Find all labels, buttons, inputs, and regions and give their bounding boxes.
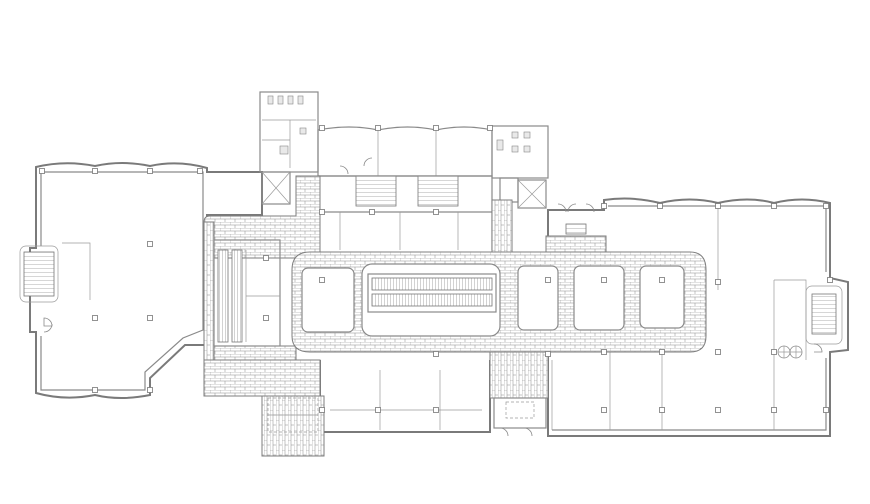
column-marker-icon — [659, 277, 665, 283]
column-marker-icon — [263, 315, 269, 321]
stair-icon — [23, 251, 55, 297]
column-marker-icon — [263, 255, 269, 261]
column-marker-icon — [92, 387, 98, 393]
column-marker-icon — [601, 203, 607, 209]
column-marker-icon — [771, 407, 777, 413]
door-swing-icon — [339, 165, 349, 175]
stair-icon — [565, 223, 587, 235]
column-marker-icon — [715, 349, 721, 355]
column-marker-icon — [433, 351, 439, 357]
column-marker-icon — [92, 168, 98, 174]
column-marker-icon — [659, 407, 665, 413]
column-marker-icon — [433, 407, 439, 413]
column-marker-icon — [369, 209, 375, 215]
column-marker-icon — [92, 315, 98, 321]
column-marker-icon — [487, 125, 493, 131]
column-marker-icon — [319, 209, 325, 215]
column-marker-icon — [823, 203, 829, 209]
column-marker-icon — [601, 277, 607, 283]
column-marker-icon — [147, 241, 153, 247]
door-swing-icon — [499, 427, 509, 437]
stair-icon — [811, 293, 837, 335]
south-bays — [319, 360, 491, 433]
column-marker-icon — [771, 203, 777, 209]
escalator-icon — [371, 293, 493, 307]
left-escalator-block — [213, 239, 281, 347]
column-marker-icon — [715, 279, 721, 285]
north-service-block — [259, 91, 549, 179]
column-marker-icon — [715, 407, 721, 413]
column-marker-icon — [433, 209, 439, 215]
column-marker-icon — [823, 407, 829, 413]
column-marker-icon — [433, 125, 439, 131]
service-cores — [261, 171, 547, 209]
column-marker-icon — [375, 407, 381, 413]
escalator-icon — [371, 277, 493, 291]
escalator-icon — [217, 249, 229, 343]
column-marker-icon — [39, 168, 45, 174]
right-wing — [547, 197, 849, 437]
column-marker-icon — [601, 407, 607, 413]
column-marker-icon — [827, 277, 833, 283]
column-marker-icon — [659, 349, 665, 355]
column-marker-icon — [375, 125, 381, 131]
column-marker-icon — [601, 349, 607, 355]
left-wing — [19, 162, 263, 399]
column-marker-icon — [657, 203, 663, 209]
column-marker-icon — [147, 387, 153, 393]
column-marker-icon — [715, 203, 721, 209]
column-marker-icon — [545, 277, 551, 283]
column-marker-icon — [197, 168, 203, 174]
south-centre-vestibule — [493, 397, 547, 437]
south-west-vestibule — [267, 397, 319, 433]
stair-icon — [417, 175, 459, 207]
door-swing-icon — [43, 317, 53, 327]
stair-icon — [355, 175, 397, 207]
column-marker-icon — [319, 277, 325, 283]
door-swing-icon — [813, 343, 823, 353]
door-swing-icon — [557, 203, 567, 213]
column-marker-icon — [319, 125, 325, 131]
column-grid — [39, 125, 833, 413]
column-marker-icon — [771, 349, 777, 355]
column-marker-icon — [147, 168, 153, 174]
column-marker-icon — [319, 407, 325, 413]
column-marker-icon — [147, 315, 153, 321]
column-marker-icon — [545, 351, 551, 357]
north-right-doors — [557, 203, 595, 235]
